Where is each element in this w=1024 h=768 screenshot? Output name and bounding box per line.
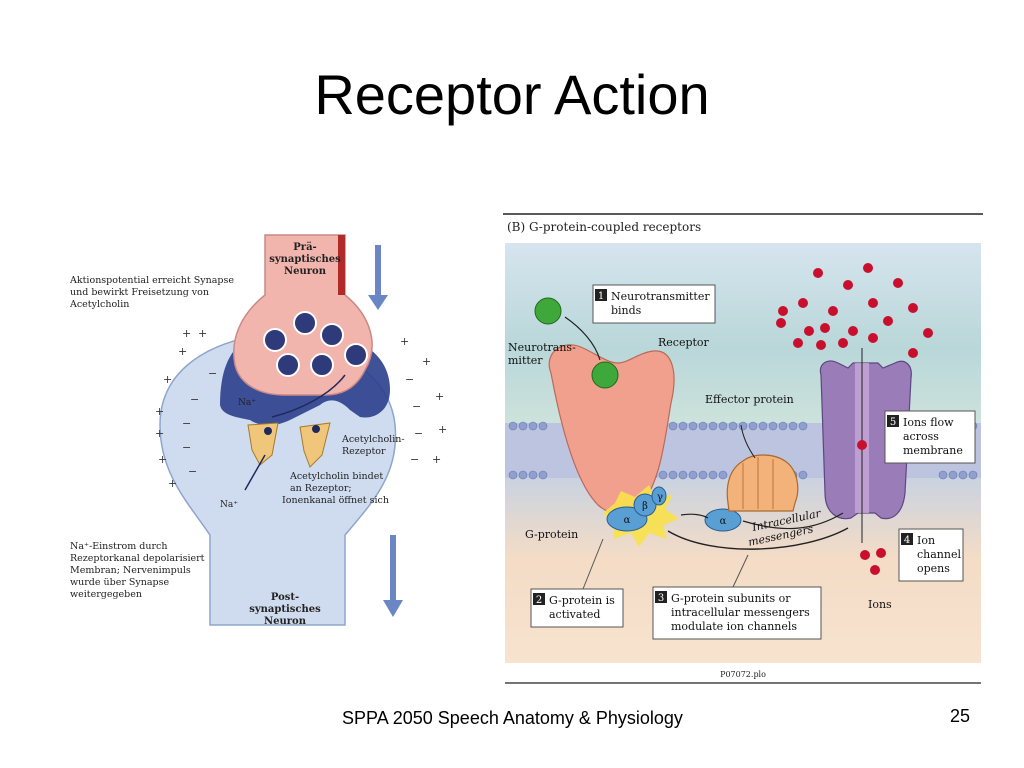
step1-text-1: Neurotransmitter xyxy=(611,290,710,303)
presynaptic-label-3: Neuron xyxy=(284,266,327,277)
step3-callout: 3 G-protein subunits or intracellular me… xyxy=(652,554,822,640)
neurotransmitter-free xyxy=(534,297,562,325)
step5-callout: 5 Ions flow across membrane xyxy=(884,410,976,464)
receptor-label-1: Acetylcholin- xyxy=(341,434,405,445)
gprotein-label: G-protein xyxy=(525,528,578,541)
step3-text-3: modulate ion channels xyxy=(671,620,797,633)
step5-num: 5 xyxy=(890,417,896,428)
down-arrow-bottom xyxy=(383,535,403,617)
step4-text-1: Ion xyxy=(917,534,935,547)
presynaptic-label-2: synaptisches xyxy=(269,254,341,265)
svg-text:−: − xyxy=(190,393,199,406)
postsynaptic-label-1: Post- xyxy=(271,592,299,603)
svg-text:−: − xyxy=(182,417,191,430)
step2-callout: 2 G-protein is activated xyxy=(530,538,624,628)
step4-text-2: channel xyxy=(917,548,961,561)
na-label-top: Na⁺ xyxy=(238,398,256,408)
svg-text:−: − xyxy=(412,400,421,413)
alpha-label-2: α xyxy=(720,516,727,527)
svg-text:−: − xyxy=(414,427,423,440)
binding-note-2: an Rezeptor; xyxy=(290,483,352,494)
footer-course: SPPA 2050 Speech Anatomy & Physiology xyxy=(342,708,683,728)
step4-text-3: opens xyxy=(917,562,950,575)
step3-num: 3 xyxy=(658,593,664,604)
neurotransmitter-label-1: Neurotrans- xyxy=(508,341,576,354)
svg-text:+: + xyxy=(400,335,409,348)
g-alpha-free xyxy=(704,508,742,532)
svg-text:+: + xyxy=(155,405,164,418)
svg-text:−: − xyxy=(188,465,197,478)
influx-note-3: Membran; Nervenimpuls xyxy=(70,565,191,576)
influx-note-2: Rezeptorkanal depolarisiert xyxy=(70,553,205,564)
presynaptic-label-1: Prä- xyxy=(293,242,316,253)
step3-text-2: intracellular messengers xyxy=(671,606,810,619)
svg-text:−: − xyxy=(182,441,191,454)
step1-text-2: binds xyxy=(611,304,642,317)
svg-text:+: + xyxy=(182,327,191,340)
page-number: 25 xyxy=(949,706,970,726)
svg-text:+: + xyxy=(422,355,431,368)
slide-title: Receptor Action xyxy=(314,63,710,126)
svg-text:+: + xyxy=(178,345,187,358)
receptor-label: Receptor xyxy=(658,336,710,349)
svg-text:+: + xyxy=(432,453,441,466)
panel-title: (B) G-protein-coupled receptors xyxy=(507,220,701,234)
effector-label: Effector protein xyxy=(705,393,794,406)
step4-callout: 4 Ion channel opens xyxy=(898,528,964,582)
step4-num: 4 xyxy=(904,535,910,546)
neurotransmitter-bound xyxy=(591,361,619,389)
g-beta xyxy=(633,493,657,517)
step1-num: 1 xyxy=(598,291,604,302)
binding-note-3: Ionenkanal öffnet sich xyxy=(282,495,389,506)
step2-text-2: activated xyxy=(549,608,600,621)
svg-text:+: + xyxy=(155,427,164,440)
gamma-label: γ xyxy=(657,492,663,503)
svg-text:−: − xyxy=(410,453,419,466)
ions-intracellular xyxy=(860,548,886,575)
step5-text-3: membrane xyxy=(903,444,963,457)
step3-text-1: G-protein subunits or xyxy=(671,592,791,605)
influx-note-4: wurde über Synapse xyxy=(70,577,170,588)
svg-text:+: + xyxy=(198,327,207,340)
step5-text-2: across xyxy=(903,430,939,443)
neurotransmitter-label-2: mitter xyxy=(508,354,543,367)
figure-code: P07072.plo xyxy=(720,670,766,679)
ions-extracellular xyxy=(776,263,933,358)
note-action-potential-1: Aktionspotential erreicht Synapse xyxy=(69,275,234,286)
svg-text:+: + xyxy=(438,423,447,436)
svg-text:+: + xyxy=(435,390,444,403)
vesicles xyxy=(263,311,368,377)
svg-text:−: − xyxy=(405,373,414,386)
gpcr-receptor xyxy=(548,344,675,516)
na-label-bottom: Na⁺ xyxy=(220,500,238,510)
alpha-label-1: α xyxy=(624,515,631,526)
postsynaptic-label-3: Neuron xyxy=(264,616,307,627)
receptor-right xyxy=(299,422,331,468)
synapse-diagram: +++ +++ ++ +++ ++ −−− −− −−− − Prä- syna… xyxy=(60,205,480,650)
gpcr-diagram: (B) G-protein-coupled receptors α β γ α xyxy=(503,213,983,688)
effector-protein xyxy=(726,454,799,512)
step5-text-1: Ions flow xyxy=(903,416,954,429)
influx-note-1: Na⁺-Einstrom durch xyxy=(70,541,167,552)
down-arrow-top xyxy=(368,245,388,310)
ions-label: Ions xyxy=(868,598,892,611)
influx-note-5: weitergegeben xyxy=(70,589,142,600)
svg-text:+: + xyxy=(163,373,172,386)
svg-text:+: + xyxy=(168,477,177,490)
step2-num: 2 xyxy=(536,595,542,606)
binding-note-1: Acetylcholin bindet xyxy=(289,471,383,482)
step1-callout: 1 Neurotransmitter binds xyxy=(592,284,716,324)
svg-text:+: + xyxy=(158,453,167,466)
beta-label: β xyxy=(642,501,648,512)
postsynaptic-label-2: synaptisches xyxy=(249,604,321,615)
g-gamma xyxy=(651,486,667,506)
note-action-potential-2: und bewirkt Freisetzung von xyxy=(70,287,209,298)
receptor-label-2: Rezeptor xyxy=(342,446,386,457)
note-action-potential-3: Acetylcholin xyxy=(69,299,129,310)
svg-text:−: − xyxy=(208,367,217,380)
step2-text-1: G-protein is xyxy=(549,594,615,607)
